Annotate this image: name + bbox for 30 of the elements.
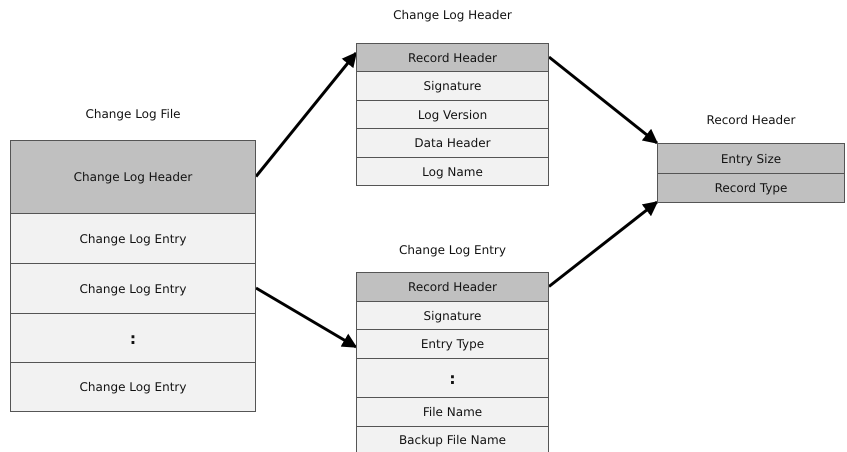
field-cell: Record Header (356, 43, 549, 72)
field-cell: Change Log Header (10, 140, 256, 214)
field-cell: Change Log Entry (10, 213, 256, 264)
field-cell: Record Header (356, 272, 549, 302)
field-cell: File Name (356, 397, 549, 427)
structure-table (10, 107, 256, 412)
arrow (255, 286, 358, 348)
field-cell: Entry Type (356, 329, 549, 359)
table-heading: Change Log File (84, 107, 182, 121)
field-cell: Log Version (356, 100, 549, 129)
field-cell: Signature (356, 301, 549, 330)
field-cell: : (10, 313, 256, 363)
field-cell: Backup File Name (356, 426, 549, 452)
field-cell: Log Name (356, 157, 549, 186)
arrow (548, 200, 658, 288)
field-cell: : (356, 358, 549, 398)
structure-table (356, 8, 549, 186)
structure-table (356, 243, 549, 452)
field-cell: Data Header (356, 128, 549, 158)
table-heading: Record Header (706, 113, 796, 127)
arrow (254, 52, 358, 178)
field-cell: Signature (356, 71, 549, 101)
table-heading: Change Log Header (392, 8, 513, 22)
field-cell: Change Log Entry (10, 362, 256, 412)
field-cell: Change Log Entry (10, 263, 256, 314)
table-heading: Change Log Entry (398, 243, 507, 257)
field-cell: Entry Size (657, 143, 845, 174)
structure-table (657, 113, 845, 203)
arrow (548, 56, 658, 144)
field-cell: Record Type (657, 173, 845, 203)
